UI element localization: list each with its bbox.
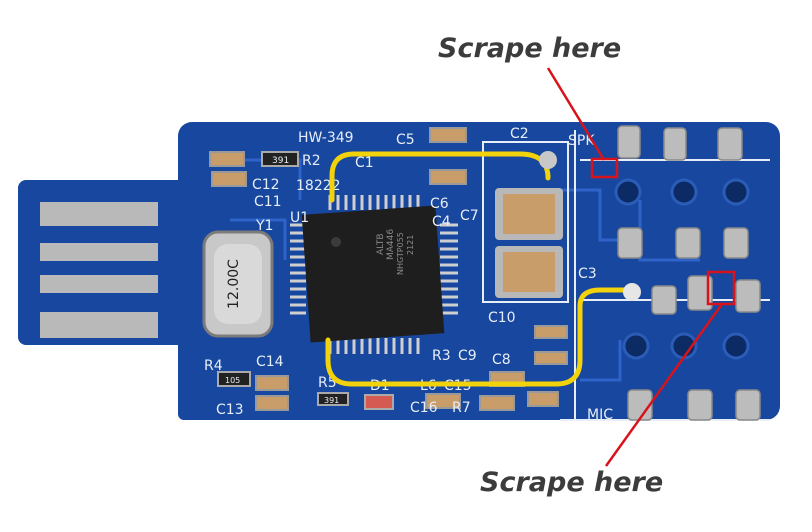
label-r4: R4	[204, 358, 223, 374]
smd-components	[209, 127, 568, 411]
label-mic: MIC	[587, 407, 613, 423]
usb-contact-2	[40, 243, 158, 261]
label-c12: C12	[252, 177, 280, 193]
usb-contact-4	[40, 312, 158, 338]
label-c4: C4	[432, 214, 451, 230]
scrape-callout-top: Scrape here	[438, 33, 622, 64]
label-c8: C8	[492, 352, 511, 368]
usb-contact-1	[40, 202, 158, 226]
label-c10: C10	[488, 310, 516, 326]
usb-contact-3	[40, 275, 158, 293]
res-marking-3: 391	[324, 396, 339, 405]
pointer-line-top	[546, 67, 606, 161]
label-c3: C3	[578, 266, 597, 282]
label-r7: R7	[452, 400, 471, 416]
crystal-text: 12.00C	[226, 259, 242, 309]
label-c7: C7	[460, 208, 479, 224]
label-c5: C5	[396, 132, 415, 148]
through-holes	[614, 178, 750, 360]
label-c13: C13	[216, 402, 244, 418]
label-r3: R3	[432, 348, 451, 364]
electrolytic-cap-2	[495, 246, 563, 298]
label-c11: C11	[254, 194, 282, 210]
label-c14: C14	[256, 354, 284, 370]
pads	[617, 125, 761, 421]
label-c1: C1	[355, 155, 374, 171]
chip-text-2: MA446	[386, 229, 396, 260]
chip-text-4: 2121	[406, 235, 415, 255]
label-u1: U1	[290, 210, 309, 226]
solder-blob-1	[539, 151, 557, 169]
res-marking-1: 391	[272, 156, 289, 166]
label-r2: R2	[302, 153, 321, 169]
label-model: HW-349	[298, 130, 354, 146]
solder-blob-2	[623, 283, 641, 301]
label-c9: C9	[458, 348, 477, 364]
label-chipcode: 18222	[296, 178, 341, 194]
label-y1: Y1	[255, 218, 273, 234]
electrolytic-cap-1	[495, 188, 563, 240]
pointer-line-bottom	[604, 303, 724, 467]
label-c16: C16	[410, 400, 438, 416]
scrape-callout-bottom: Scrape here	[480, 467, 664, 498]
label-c6: C6	[430, 196, 449, 212]
res-marking-2: 105	[225, 376, 240, 385]
label-spk: SPK	[568, 133, 595, 149]
label-c2: C2	[510, 126, 529, 142]
chip-text-1: ALTB	[376, 233, 386, 255]
chip-text-3: NHGTP055	[396, 232, 405, 275]
mcu-chip	[290, 195, 458, 354]
